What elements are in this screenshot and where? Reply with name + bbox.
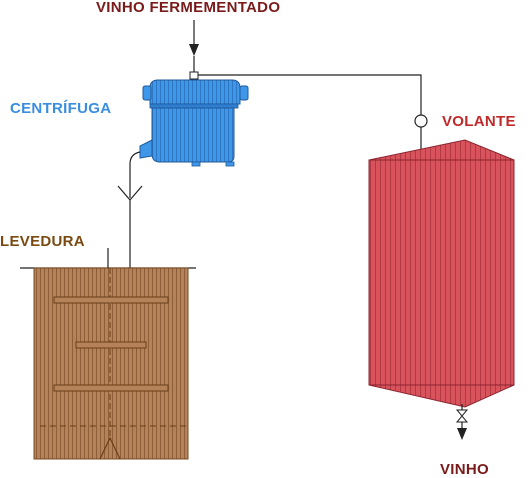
flywheel-tank-label: VOLANTE <box>442 113 516 130</box>
yeast-label: LEVEDURA <box>0 233 85 250</box>
outlet-label: VINHO <box>440 461 490 478</box>
centrifuge-label: CENTRÍFUGA <box>10 100 112 117</box>
yeast-line <box>117 151 143 268</box>
flywheel-tank <box>368 139 515 408</box>
centrifuge-to-tank-line <box>198 74 428 150</box>
yeast-vat <box>20 248 196 460</box>
inlet-line <box>189 20 199 80</box>
outlet-line <box>455 404 469 440</box>
inlet-label: VINHO FERMEMENTADO <box>96 0 281 16</box>
centrifuge <box>139 79 249 167</box>
